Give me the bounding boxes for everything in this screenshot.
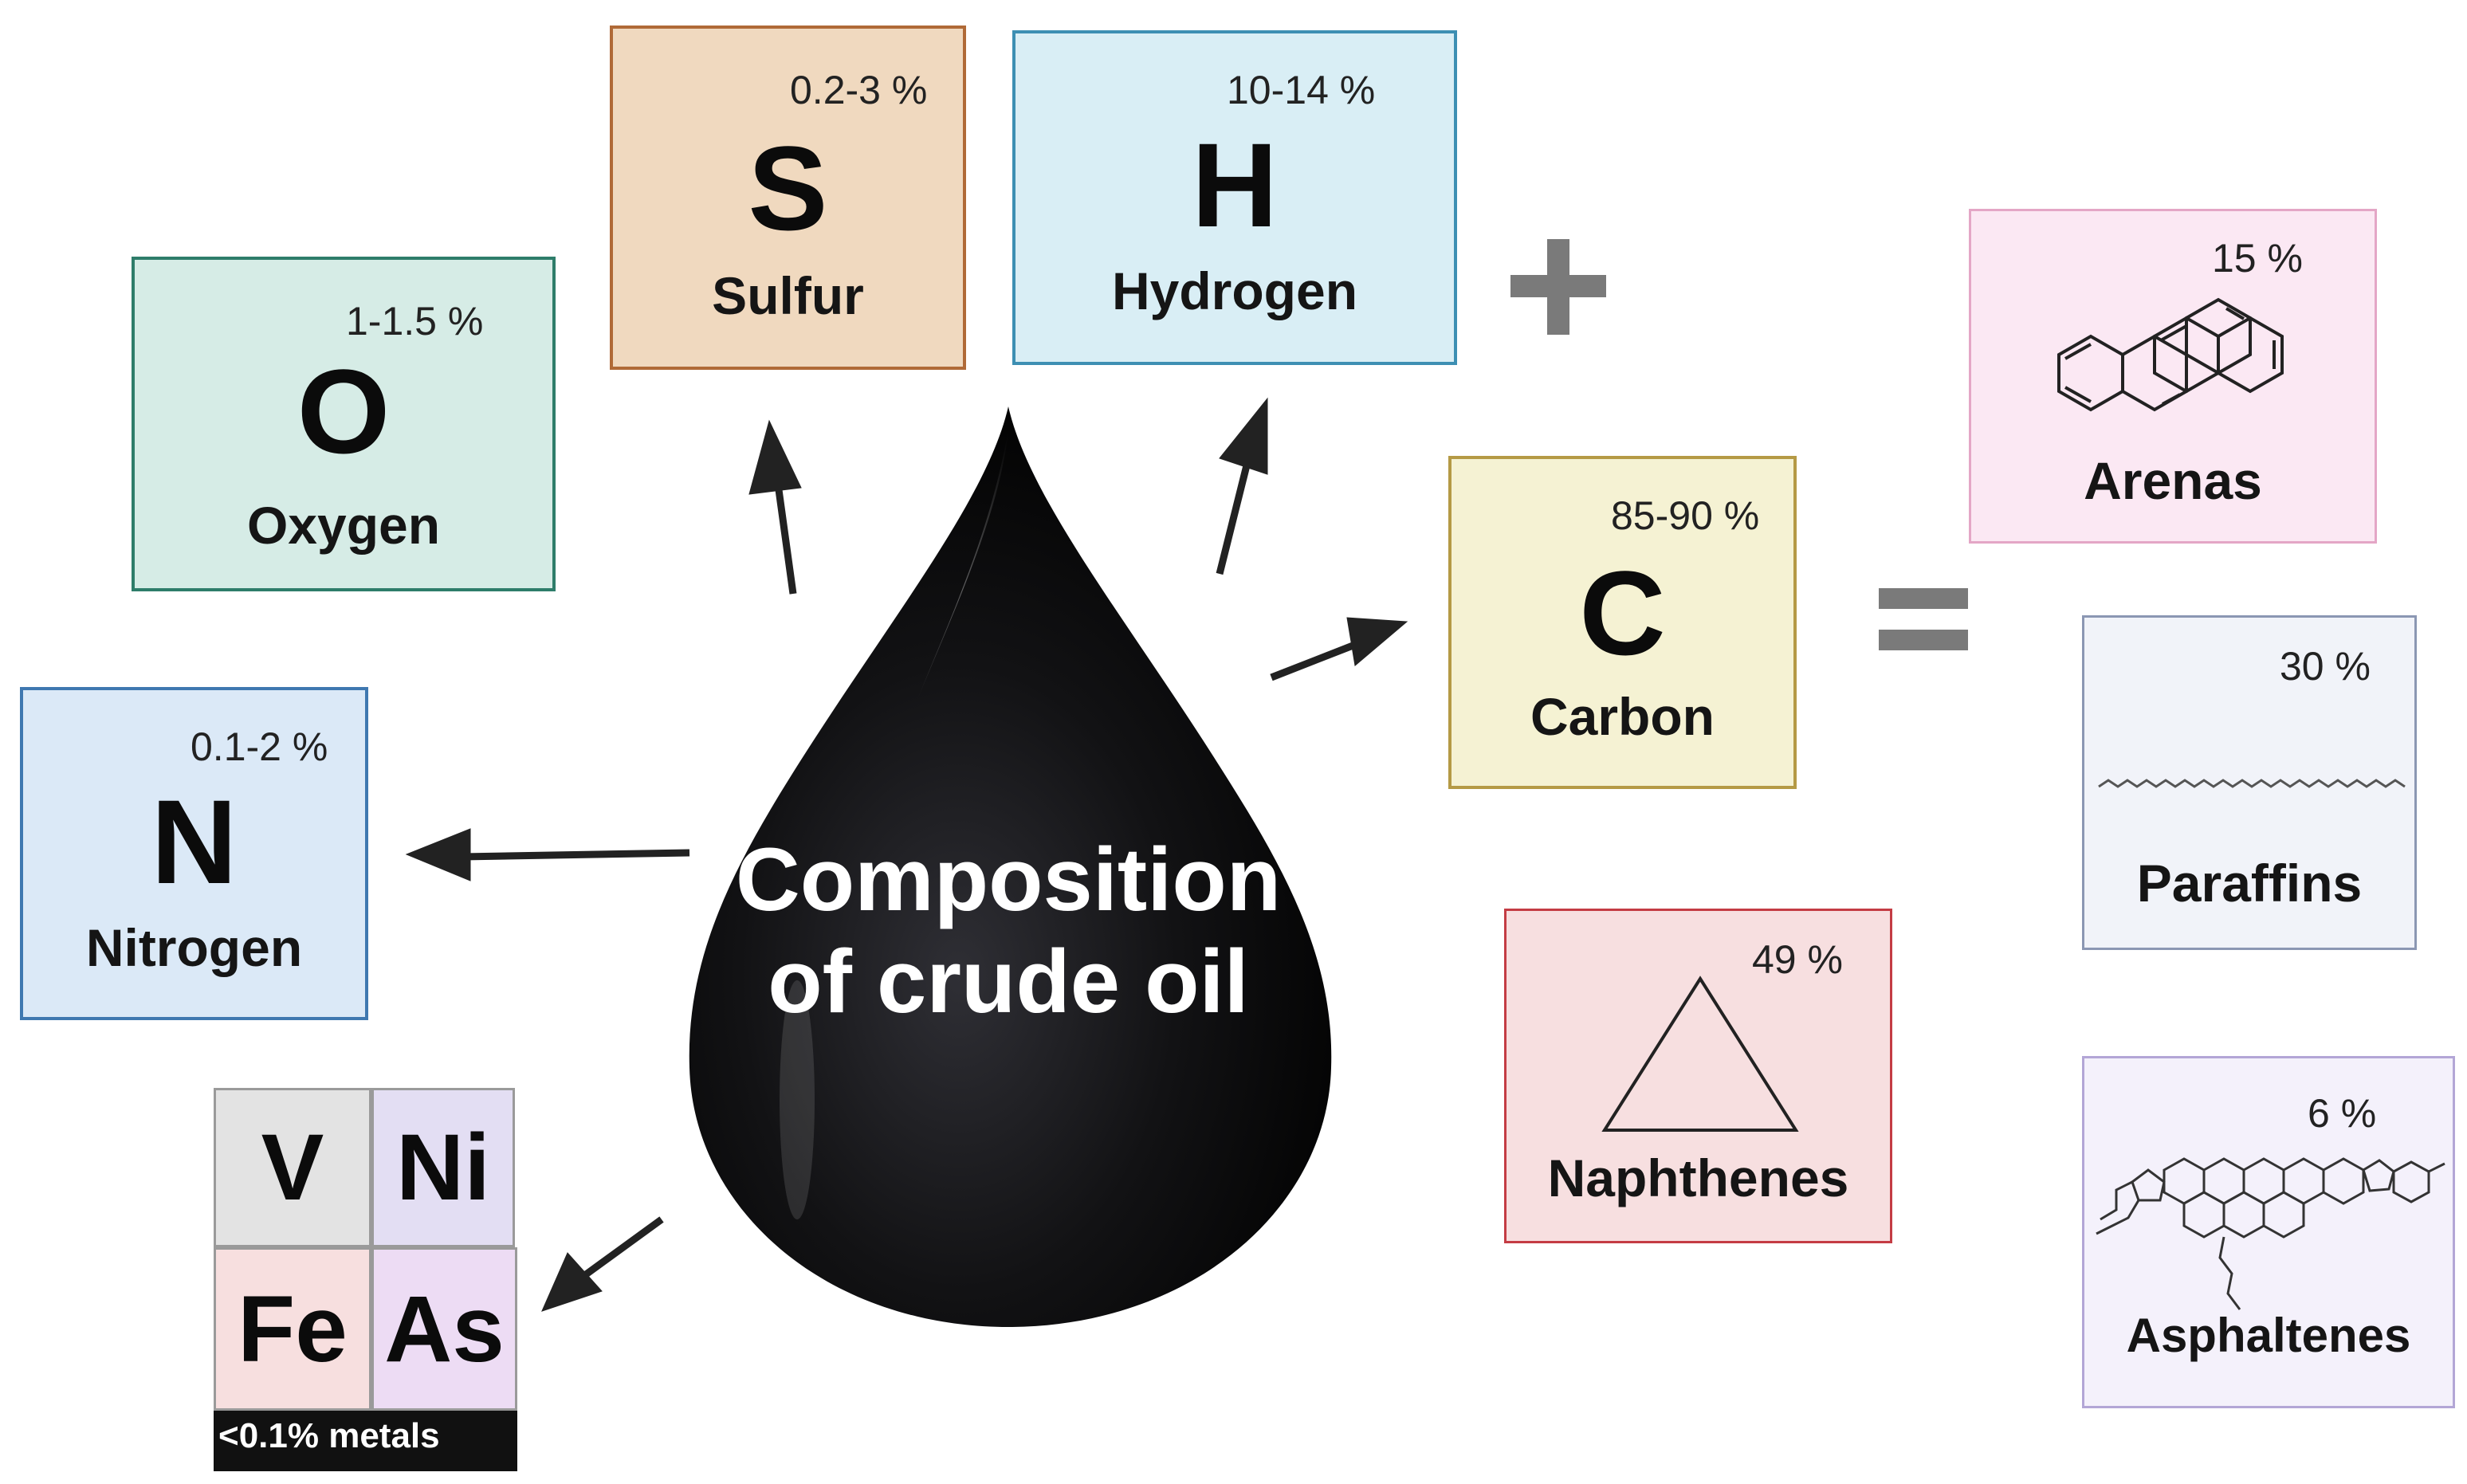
hydrogen-percent: 10-14 %: [1227, 68, 1376, 112]
oil-drop: [689, 406, 1332, 1327]
paraffin-chain-icon: [2098, 779, 2406, 788]
arrow-to-carbon: [1270, 638, 1365, 681]
arrow-to-hydrogen-head: [1219, 397, 1268, 475]
metal-ni: Ni: [371, 1088, 515, 1247]
naphthenes-name: Naphthenes: [1547, 1148, 1849, 1207]
oxygen-symbol: O: [297, 344, 391, 478]
sulfur-symbol: S: [748, 121, 828, 255]
nitrogen-symbol: N: [151, 775, 238, 909]
asphaltenes-name: Asphaltenes: [2126, 1309, 2411, 1362]
asphaltenes-card: 6 % Asphaltenes: [2082, 1056, 2455, 1408]
nitrogen-name: Nitrogen: [85, 918, 303, 977]
asphaltenes-percent: 6 %: [2308, 1091, 2377, 1136]
arenas-percent: 15 %: [2212, 236, 2303, 281]
nitrogen-percent: 0.1-2 %: [191, 724, 328, 769]
nitrogen-card: 0.1-2 % N Nitrogen: [20, 687, 368, 1020]
carbon-name: Carbon: [1530, 687, 1715, 746]
plus-vertical: [1547, 239, 1569, 335]
metals-label: <0.1% metals: [214, 1411, 517, 1471]
arrow-to-nitrogen: [462, 849, 690, 861]
arrow-to-metals-head: [541, 1252, 603, 1312]
metal-as: As: [371, 1247, 517, 1411]
arrow-to-carbon-head: [1346, 617, 1408, 666]
oxygen-name: Oxygen: [246, 496, 441, 555]
triangle-ring-icon: [1601, 976, 1799, 1132]
arenas-name: Arenas: [2084, 451, 2262, 510]
sulfur-percent: 0.2-3 %: [790, 68, 928, 112]
arenas-structure-icon: [2057, 297, 2284, 412]
drop-title-line1: Composition: [735, 830, 1282, 929]
hydrogen-card: 10-14 % H Hydrogen: [1012, 30, 1457, 365]
arrow-to-metals: [572, 1216, 664, 1286]
arrow-to-nitrogen-head: [405, 828, 471, 881]
oxygen-card: 1-1.5 % O Oxygen: [132, 257, 556, 591]
arrow-to-hydrogen: [1216, 461, 1251, 575]
oxygen-percent: 1-1.5 %: [346, 299, 484, 344]
drop-title: Composition of crude oil: [701, 829, 1315, 1033]
paraffins-name: Paraffins: [2136, 854, 2363, 913]
arenas-card: 15 % Arenas: [1969, 209, 2377, 544]
equals-top: [1879, 588, 1968, 609]
hydrogen-name: Hydrogen: [1111, 261, 1358, 320]
metal-v: V: [214, 1088, 371, 1247]
carbon-card: 85-90 % C Carbon: [1448, 456, 1797, 789]
paraffins-card: 30 % Paraffins: [2082, 615, 2417, 950]
equals-bottom: [1879, 630, 1968, 650]
paraffins-percent: 30 %: [2280, 644, 2371, 689]
carbon-symbol: C: [1579, 546, 1666, 680]
carbon-percent: 85-90 %: [1611, 493, 1760, 538]
naphthenes-card: 49 % Naphthenes: [1504, 909, 1892, 1243]
naphthenes-percent: 49 %: [1752, 937, 1843, 982]
hydrogen-symbol: H: [1191, 118, 1279, 252]
sulfur-name: Sulfur: [712, 266, 864, 325]
drop-title-line2: of crude oil: [768, 932, 1249, 1031]
sulfur-card: 0.2-3 % S Sulfur: [610, 26, 966, 370]
oil-drop-reflection: [780, 980, 815, 1219]
arrow-to-sulfur: [773, 477, 797, 595]
metal-fe: Fe: [214, 1247, 371, 1411]
arrow-to-sulfur-head: [748, 419, 802, 495]
asphaltene-structure-icon: [2096, 1157, 2445, 1310]
